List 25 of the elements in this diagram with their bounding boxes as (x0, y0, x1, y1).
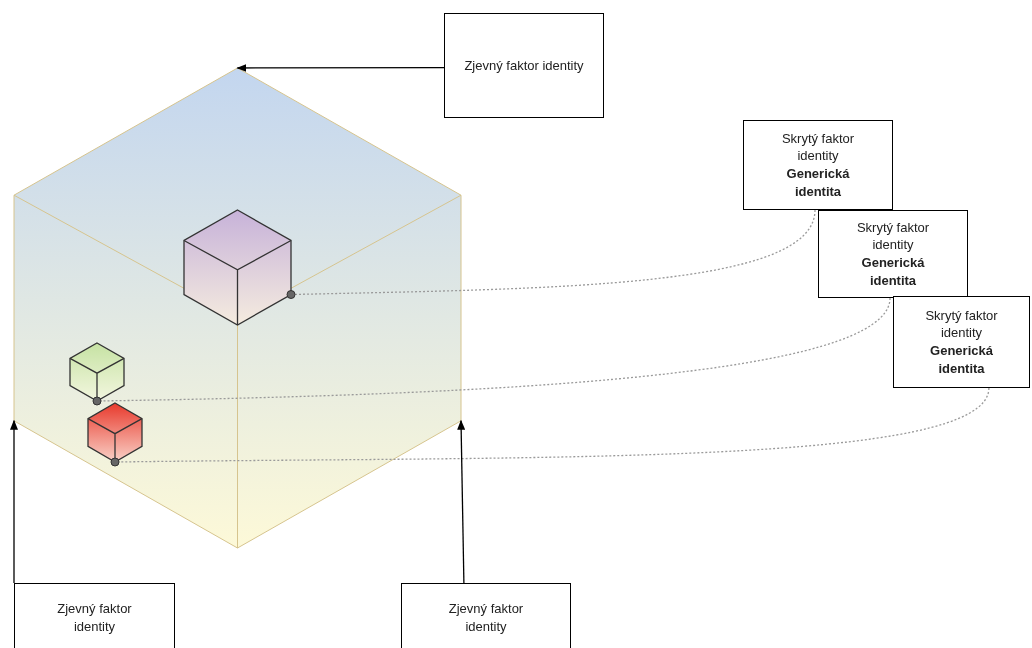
leader-line (110, 387, 990, 467)
small-cube (184, 210, 291, 325)
factor-label: Skrytý faktor identity (780, 129, 856, 165)
factor-label: Zjevný faktor identity (447, 600, 525, 636)
arrow (457, 419, 466, 584)
arrow (10, 419, 18, 584)
small-cube (88, 403, 142, 462)
factor-label: Zjevný faktor identity (56, 600, 133, 636)
small-cube (70, 343, 124, 401)
identity-label: Generická identita (785, 165, 851, 201)
text-box (14, 583, 175, 648)
leader-line (286, 209, 816, 299)
identity-label: Generická identita (860, 254, 926, 290)
identity-label: Generická identita (929, 342, 994, 378)
text-box (444, 13, 604, 118)
factor-label: Skrytý faktor identity (855, 218, 931, 254)
leader-line (92, 297, 891, 406)
text-box (818, 210, 968, 298)
text-box (401, 583, 571, 648)
large-cube (14, 68, 461, 548)
factor-label: Zjevný faktor identity (464, 56, 584, 75)
factor-label: Skrytý faktor identity (924, 306, 999, 342)
arrow (236, 64, 445, 72)
text-box (893, 296, 1030, 388)
text-box (743, 120, 893, 210)
